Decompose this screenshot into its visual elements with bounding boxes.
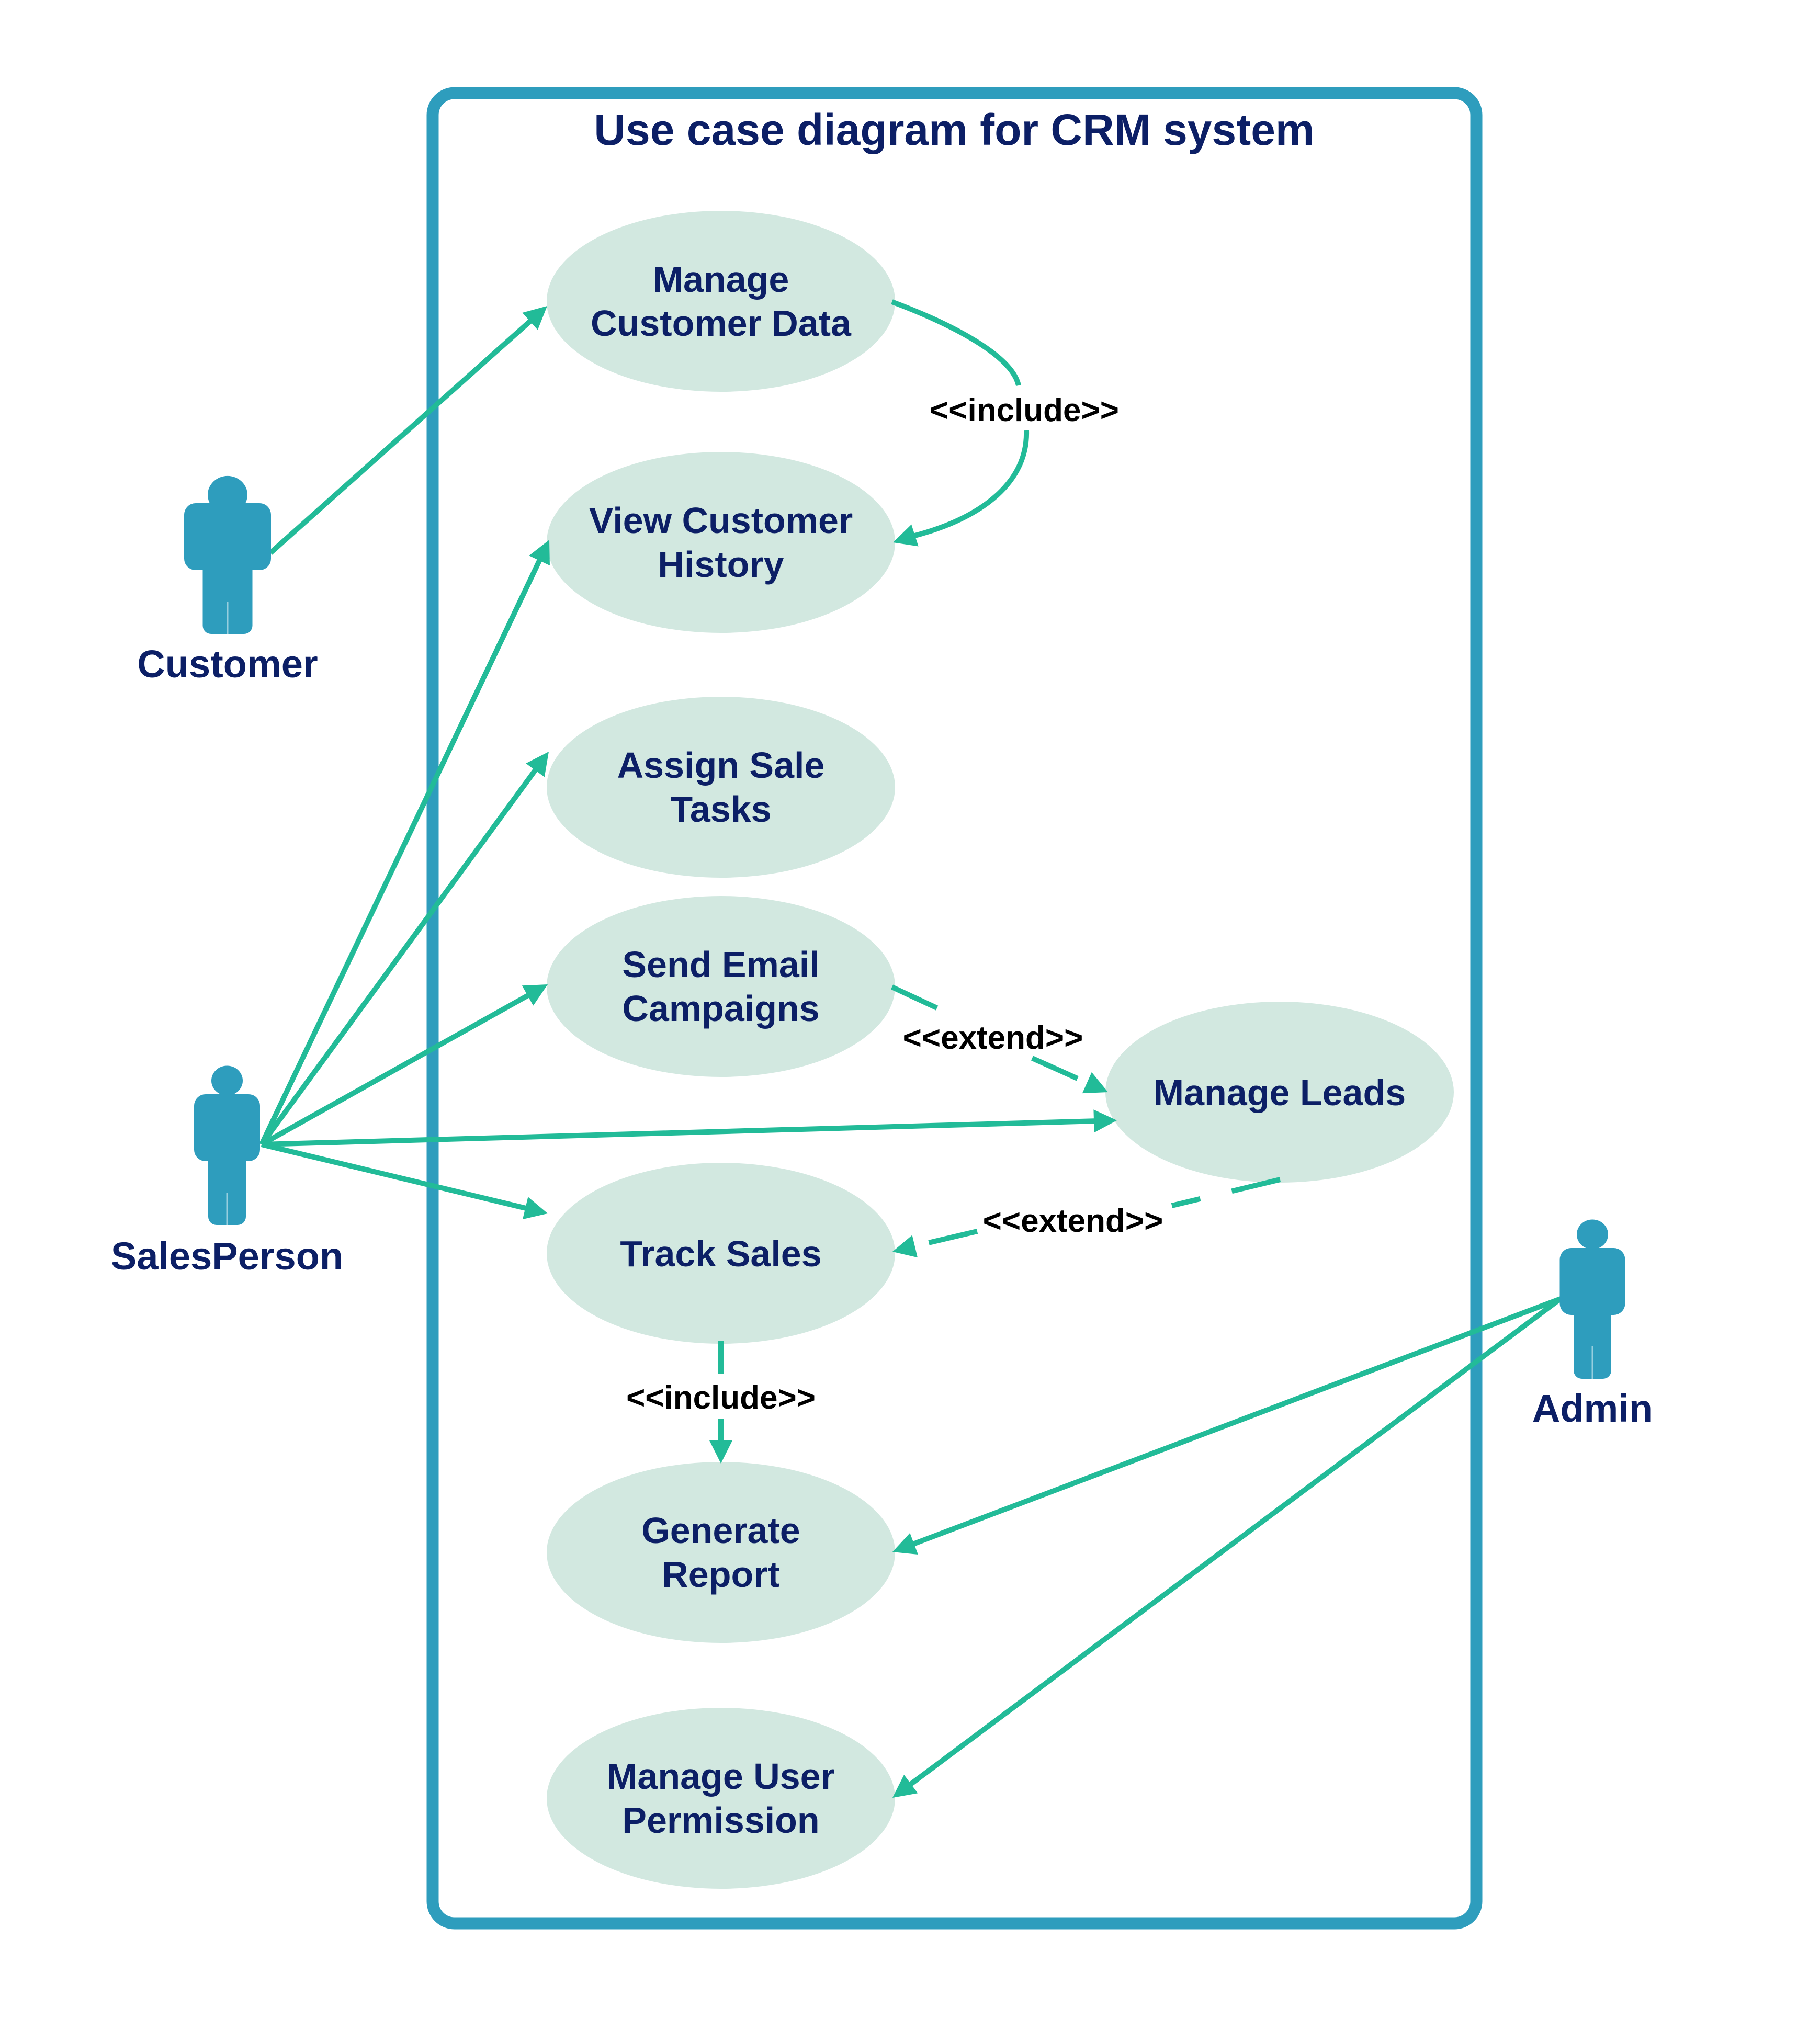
actor-admin[interactable]: Admin [1532,1219,1653,1431]
association-line[interactable] [260,992,531,1147]
arrowhead-icon [1093,1109,1117,1133]
include-relation-track-sales-to-generate-report[interactable] [709,1341,732,1464]
use-case-ellipse[interactable] [547,896,895,1077]
use-case-label-line: Send Email [622,944,819,985]
association-line[interactable] [261,1118,1096,1147]
arrowhead-icon [523,1197,548,1220]
arrowhead-icon [526,752,549,777]
include-label: <<include>> [626,1380,816,1416]
actor-label: Admin [1532,1387,1653,1430]
actor-customer[interactable]: Customer [137,475,318,686]
use-case-label-line: Assign Sale [617,745,825,786]
extend-label: <<extend>> [983,1203,1163,1239]
association-customer-to-manage-customer-data[interactable] [268,306,547,555]
actor-salesperson[interactable]: SalesPerson [111,1065,343,1278]
connectors [259,299,1562,1798]
extend-connector[interactable] [912,1229,978,1249]
use-case-ellipse[interactable] [547,1462,895,1643]
association-salesperson-to-manage-leads[interactable] [261,1109,1117,1147]
extend-relation-send-email-campaigns-to-manage-leads[interactable] [890,984,1108,1094]
arrowhead-icon [893,524,919,547]
use-case-label-line: Customer Data [591,303,852,344]
use-case-label-line: Permission [622,1800,819,1841]
use-case-label-line: Tasks [670,789,771,830]
include-connector[interactable] [891,299,1021,387]
use-case-ellipse[interactable] [1105,1002,1454,1183]
use-case-label-line: Manage [653,259,789,300]
use-case-ellipse[interactable] [547,211,895,392]
arrowhead-icon [529,540,550,566]
association-salesperson-to-assign-sale-tasks[interactable] [259,752,549,1146]
use-case-ellipse[interactable] [547,697,895,878]
arrowhead-icon [1082,1072,1108,1094]
relation-labels: <<include>> <<extend>> <<extend>> <<include… [626,392,1163,1416]
association-line[interactable] [261,1142,528,1211]
include-connector[interactable] [912,430,1030,539]
use-case-ellipse[interactable] [547,452,895,633]
extend-connector[interactable] [890,984,940,1011]
include-relation-manage-customer-data-to-view-customer-history[interactable] [891,299,1030,547]
use-case-manage-leads[interactable]: Manage Leads [1105,1002,1454,1183]
extend-connector[interactable] [1031,1056,1090,1086]
person-icon[interactable] [194,1065,260,1226]
use-case-label-line: Report [662,1554,780,1595]
use-case-label-line: Manage User [607,1756,835,1797]
use-case-label-line: Track Sales [620,1233,821,1274]
person-icon[interactable] [184,475,271,634]
arrowhead-icon [522,984,548,1006]
person-icon[interactable] [1559,1219,1625,1379]
association-salesperson-to-send-email-campaigns[interactable] [260,984,548,1147]
association-line[interactable] [268,317,534,555]
arrowhead-icon [892,1235,918,1258]
association-line[interactable] [908,1296,1562,1788]
use-case-label-line: Manage Leads [1154,1072,1406,1113]
use-case-label-line: Generate [641,1510,800,1551]
association-line[interactable] [259,767,539,1146]
use-case-label-line: History [658,544,784,585]
arrowhead-icon [709,1440,732,1464]
extend-relation-manage-leads-to-track-sales[interactable] [892,1177,1281,1258]
association-admin-to-generate-report[interactable] [892,1296,1562,1555]
use-case-label-line: View Customer [589,500,853,541]
arrowhead-icon [522,306,547,330]
association-admin-to-manage-user-permission[interactable] [892,1296,1562,1798]
diagram-title: Use case diagram for CRM system [594,105,1314,154]
association-salesperson-to-view-customer-history[interactable] [259,540,550,1146]
arrowhead-icon [892,1775,918,1798]
use-case-track-sales[interactable]: Track Sales [547,1163,895,1344]
arrowhead-icon [892,1533,918,1555]
actor-label: Customer [137,642,318,686]
use-case-ellipse[interactable] [547,1163,895,1344]
association-line[interactable] [911,1296,1562,1547]
association-line[interactable] [259,557,543,1146]
association-salesperson-to-track-sales[interactable] [261,1142,548,1220]
include-label: <<include>> [930,392,1119,428]
use-case-label-line: Campaigns [622,988,819,1029]
extend-label: <<extend>> [903,1020,1083,1056]
actor-label: SalesPerson [111,1234,343,1278]
use-case-ellipse[interactable] [547,1708,895,1889]
extend-connector[interactable] [1171,1177,1281,1208]
